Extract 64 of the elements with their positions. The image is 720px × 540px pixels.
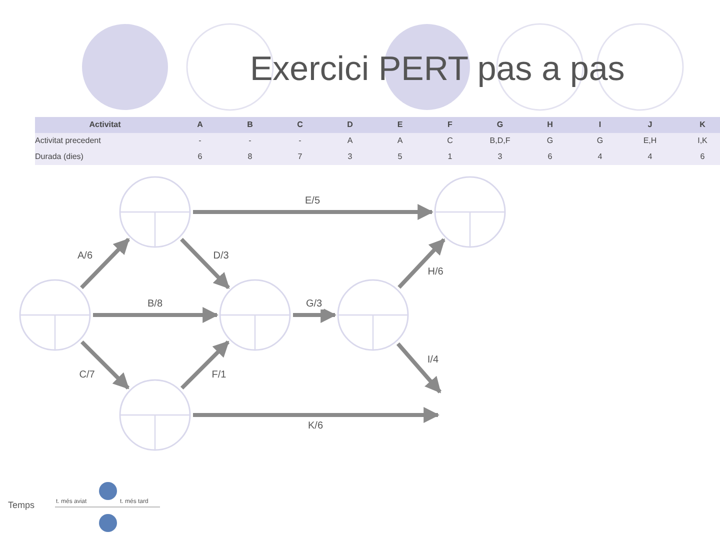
table-cell-text: F [446,119,454,131]
table-cell-text: - [298,135,302,147]
table-cell-text: B [246,119,254,131]
arrow [93,307,219,323]
edge-label: I/4 [425,354,441,366]
table-cell-text: H [546,119,554,131]
table-cell-text: 6 [196,151,204,163]
table-cell-text: 5 [396,151,404,163]
table-cell-text: 6 [699,151,706,163]
table-cell-text: A [396,135,404,147]
title: Exercici PERT pas a pas [250,50,625,89]
table-cell-text: D [346,119,354,131]
arrow [180,238,230,290]
edge-label: D/3 [211,250,231,261]
table-cell-text: 4 [596,151,604,163]
table-cell-text: K [698,119,706,131]
table-cell-text: 3 [496,151,504,163]
arrow [398,238,446,289]
table-cell-text: I [598,119,602,131]
table-cell-text: 6 [546,151,554,163]
table-cell-text: 1 [446,151,454,163]
table-cell-text: G [496,119,504,131]
table-cell-text: 3 [346,151,354,163]
table-cell-text: J [646,119,654,131]
arrow [193,407,440,423]
arrow [180,340,230,390]
edge-label: C/7 [77,370,97,380]
pert-event-node [18,278,92,352]
table-cell-text: - [198,135,202,147]
edge-label: K/6 [306,420,325,432]
edge-label: G/3 [304,298,324,310]
pert-event-node [118,378,192,452]
table-cell-text: 4 [646,151,654,163]
edge-label: A/6 [76,250,94,261]
row-header: Durada (dies) [35,151,84,163]
table-cell-text: I,K [696,135,708,147]
table-cell-text: E [396,119,404,131]
pert-event-node [118,175,192,249]
edge-label: F/1 [210,370,228,380]
table-cell-text: 8 [246,151,254,163]
edge-label: E/5 [303,196,322,206]
legend-text: Temps [8,500,35,510]
table-cell-text: 7 [296,151,304,163]
table-cell-text: C [296,119,304,131]
pert-event-node [218,278,292,352]
table-cell-text: C [446,135,454,147]
table-cell-text: A [346,135,354,147]
row-header: Activitat [88,119,122,131]
edge-label: B/8 [146,298,164,310]
table-cell-text: G [546,135,554,147]
arrow [293,307,337,323]
table-cell-text: - [248,135,252,147]
arrow [80,340,130,390]
edge-label: H/6 [426,266,446,277]
table-cell-text: A [196,119,204,131]
pert-event-node [336,278,410,352]
table-cell-text: E,H [642,135,658,147]
table-cell-text: B,D,F [488,135,512,147]
arrow [80,238,130,290]
table-cell-text: G [596,135,604,147]
arrow [193,204,434,220]
row-header: Activitat precedent [35,135,102,147]
pert-event-node [433,175,507,249]
arrow [396,342,442,394]
